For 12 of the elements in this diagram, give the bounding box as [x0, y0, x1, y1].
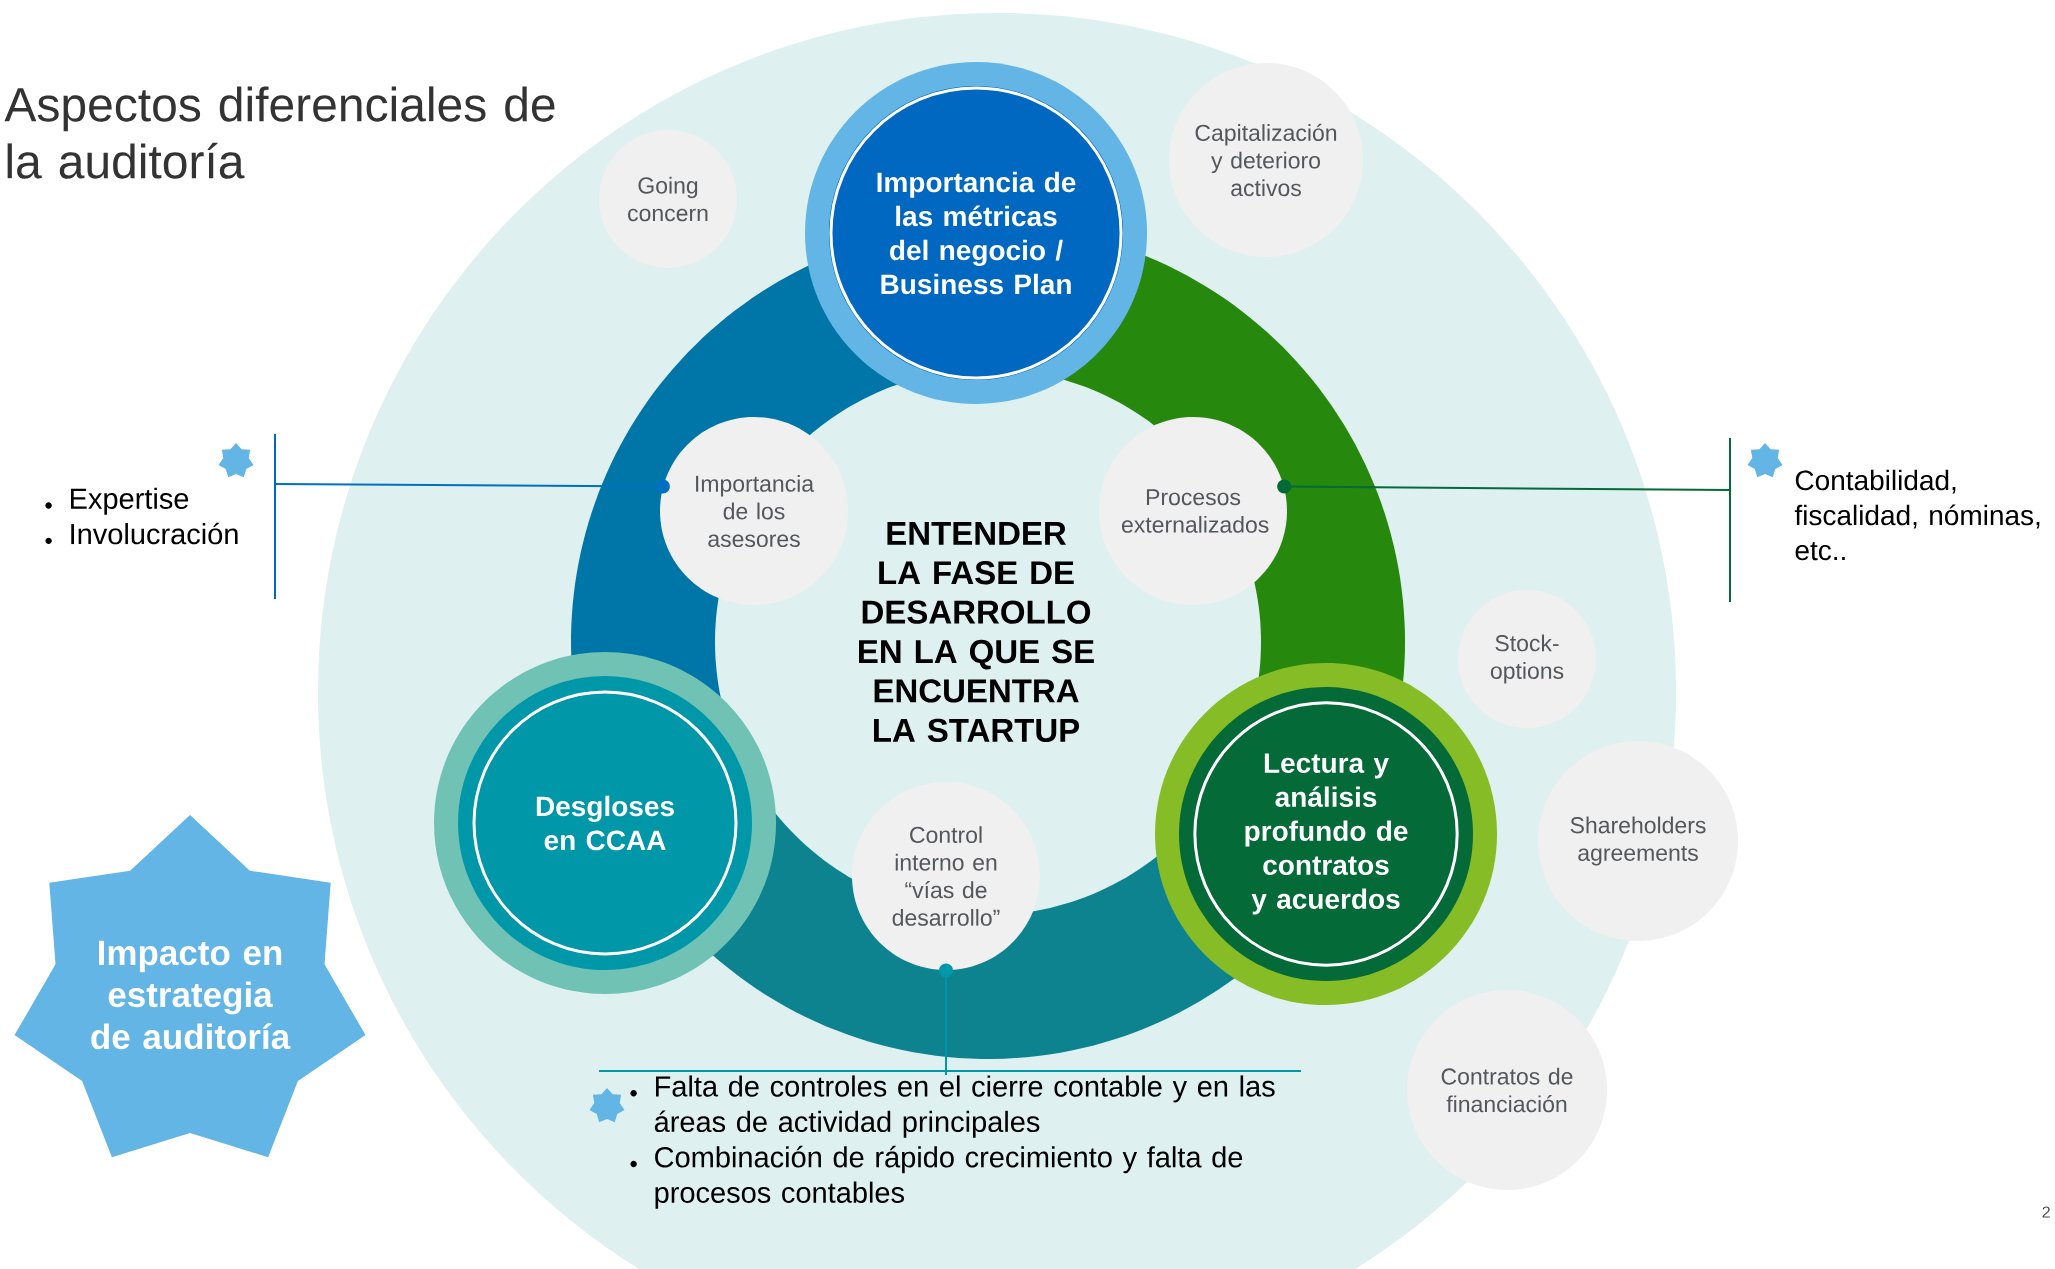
page-number: 2 [2042, 1206, 2050, 1218]
star-badge: Impacto en estrategia de auditoría [14, 815, 366, 1158]
title: Aspectos diferenciales de la auditoría [4, 86, 555, 179]
bullet-item: Expertise [45, 487, 189, 515]
bullet-item: Combinación de rápido crecimiento y falta de procesos contables [630, 1145, 1243, 1209]
bullet-item: Falta de controles en el cierre contable y en las áreas de actividad principales [630, 1075, 1275, 1138]
leader-line [1277, 479, 1732, 494]
bullet-item: Involucración [45, 522, 238, 545]
note-text: Contabilidad, fiscalidad, nóminas, etc.. [1794, 469, 2040, 561]
leader-line [939, 963, 953, 1076]
center-text: ENTENDER LA FASE DE DESARROLLO EN LA QUE SE ENCUENTRA LA STARTUP [859, 522, 1094, 742]
leader-line [274, 479, 670, 494]
